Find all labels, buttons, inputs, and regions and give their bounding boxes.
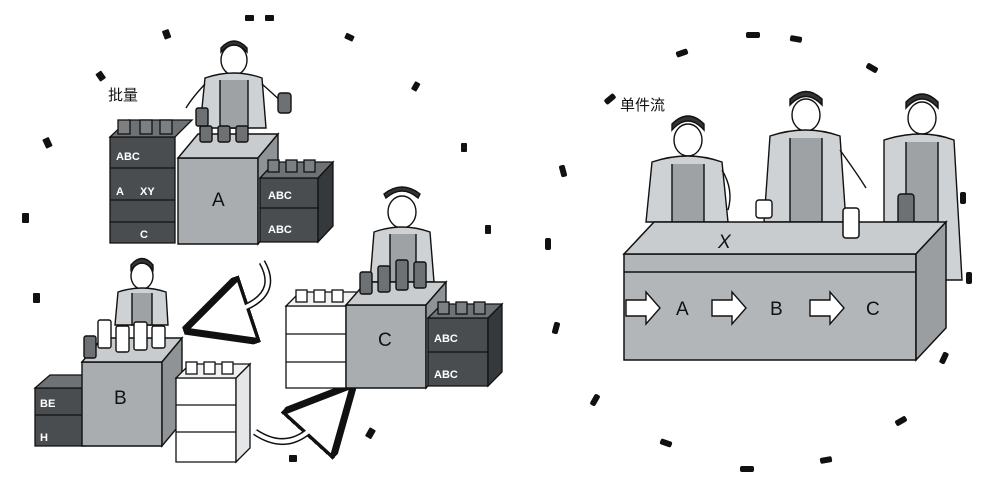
flow-worker-2	[755, 90, 867, 223]
crate-label: ABC	[434, 333, 458, 345]
crate-label: ABC	[116, 151, 140, 163]
station-a-letter: A	[212, 190, 225, 211]
single-piece-flow-label: 单件流	[620, 96, 665, 114]
crate-label: ABC	[434, 369, 458, 381]
flow-arrow-a-to-b	[210, 260, 272, 322]
flow-station-letter: C	[866, 299, 880, 320]
station-a-left-crates	[108, 119, 194, 244]
worker-b	[114, 257, 169, 326]
batch-dashed-loop	[22, 15, 491, 462]
flow-station-letter: A	[676, 299, 689, 320]
batch-label: 批量	[108, 86, 138, 104]
station-c-right-crates	[426, 301, 504, 388]
flow-arrow-a-to-b-inner	[209, 261, 270, 324]
station-c-left-crates	[284, 289, 362, 389]
flow-line-belt	[622, 207, 948, 362]
crate-label: H	[40, 432, 48, 444]
station-b-box	[80, 319, 184, 448]
crate-label: ABC	[268, 190, 292, 202]
flow-arrow-b-to-c-inner	[253, 403, 337, 444]
belt-arrow	[625, 290, 845, 326]
crate-label: XY	[140, 186, 155, 198]
station-a-right-crates	[258, 159, 335, 244]
batch-station-a: ABC A XY C A ABC ABC	[108, 40, 335, 246]
station-b-right-crates	[174, 361, 252, 464]
crate-label: A	[116, 186, 124, 198]
flow-station-letter: B	[770, 299, 783, 320]
flow-worker-1	[645, 115, 731, 223]
batch-station-c: C ABC ABC	[284, 186, 504, 390]
crate-label: C	[140, 229, 148, 241]
station-c-letter: C	[378, 330, 392, 351]
crate-label: ABC	[268, 224, 292, 236]
flow-line-mark: X	[717, 232, 732, 253]
flow-arrow-b-to-c	[253, 405, 335, 442]
station-b-letter: B	[114, 388, 127, 409]
crate-label: BE	[40, 398, 55, 410]
batch-station-b: BE H B	[33, 257, 252, 464]
worker-a	[185, 40, 292, 129]
